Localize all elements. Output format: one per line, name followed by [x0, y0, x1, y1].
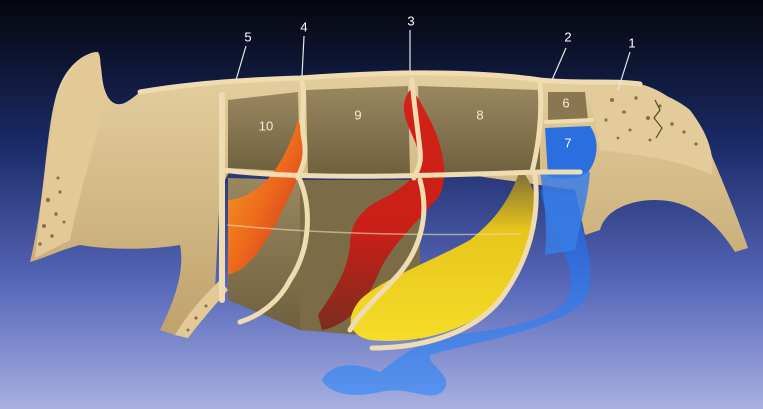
- label-5: 5: [244, 29, 251, 44]
- label-9: 9: [354, 107, 361, 122]
- label-2: 2: [564, 29, 571, 44]
- label-6: 6: [562, 95, 569, 110]
- label-1: 1: [628, 35, 635, 50]
- label-4: 4: [300, 19, 307, 34]
- label-7: 7: [564, 135, 571, 150]
- label-10: 10: [259, 118, 273, 133]
- label-8: 8: [476, 107, 483, 122]
- label-3: 3: [407, 13, 414, 28]
- cavity-9: [306, 86, 410, 174]
